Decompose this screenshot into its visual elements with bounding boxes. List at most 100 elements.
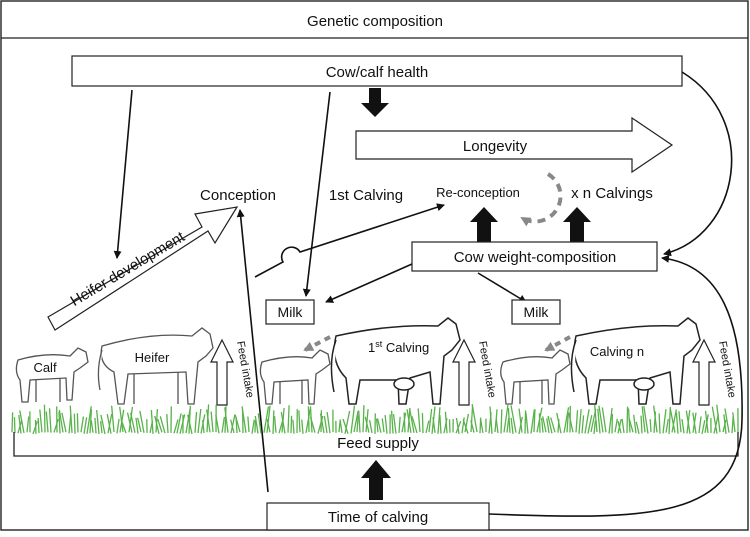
grass-blade (44, 405, 45, 433)
first-calving-label: 1st Calving (329, 187, 403, 204)
grass-blade (576, 410, 578, 432)
grass-blade (91, 420, 93, 432)
grass-blade (248, 416, 249, 432)
grass-blade (35, 420, 36, 434)
heifer-development-label: Heifer development (68, 228, 189, 310)
grass-blade (340, 419, 342, 432)
grass-blade (273, 410, 274, 434)
grass-blade (627, 407, 628, 433)
grass-blade (634, 415, 636, 433)
grass-blade (291, 416, 292, 433)
grass-blade (275, 416, 276, 432)
weight-to-n-calvings-arrow (563, 207, 591, 242)
grass-blade (211, 412, 213, 432)
grass-blade (663, 409, 666, 433)
grass-blade (27, 417, 29, 433)
calf-2-illustration (260, 350, 330, 404)
grass-blade (659, 413, 660, 433)
grass-blade (702, 420, 705, 434)
health-to-longevity-arrow (361, 88, 389, 117)
grass-blade (526, 413, 528, 434)
grass-blade (666, 419, 668, 433)
grass-blade (195, 412, 197, 433)
grass-blade (38, 418, 39, 433)
grass-blade (40, 410, 42, 433)
grass-blade (95, 418, 96, 433)
grass-blade (399, 417, 400, 433)
feed-intake-label-2: Feed intake (476, 340, 498, 399)
grass-blade (579, 409, 581, 434)
n-calvings-label: x n Calvings (571, 185, 653, 202)
grass-blade (101, 421, 102, 433)
weight-to-milk1-arrow (326, 264, 412, 302)
milk-label-1: Milk (278, 304, 304, 320)
grass-blade (636, 422, 639, 434)
grass-blade (594, 420, 595, 434)
grass-blade (508, 408, 510, 433)
grass-blade (74, 414, 75, 434)
grass-blade (615, 419, 617, 433)
grass-blade (198, 409, 201, 433)
cow-weight-composition-label: Cow weight-composition (454, 249, 617, 266)
grass-blade (77, 413, 78, 432)
conception-label: Conception (200, 187, 276, 204)
grass-blade (422, 413, 423, 433)
grass-blade (167, 414, 168, 433)
grass-blade (324, 416, 327, 433)
grass-blade (12, 412, 13, 432)
cow-1st-calving-illustration (331, 318, 460, 404)
feed-supply-label: Feed supply (337, 435, 419, 452)
grass-blade (679, 411, 681, 432)
health-to-weight-curve (664, 72, 732, 254)
grass-blade (112, 406, 114, 432)
grass-blade (542, 418, 543, 432)
calving-n-label: Calving n (590, 344, 644, 359)
cow-calf-health-label: Cow/calf health (326, 64, 429, 81)
calf-illustration (16, 348, 88, 402)
heifer-illustration (98, 328, 213, 404)
grass-blade (394, 414, 396, 433)
grass-blade (81, 416, 83, 432)
grass-blade (14, 417, 15, 433)
grass-blade (440, 415, 441, 434)
heifer-label: Heifer (135, 350, 170, 365)
grass-blade (363, 405, 364, 432)
health-to-heifer-arrow (117, 90, 132, 258)
cow-calving-n-illustration (571, 318, 700, 404)
grass-blade (50, 408, 51, 432)
grass-blade (252, 420, 254, 434)
grass-blade (382, 418, 384, 432)
grass-blade (70, 406, 72, 433)
grass-blade (299, 410, 300, 432)
grass-blade (151, 410, 153, 434)
feed-intake-arrow-2 (453, 340, 475, 405)
grass-blade (699, 416, 701, 433)
grass-blade (539, 413, 540, 433)
reconception-cycle-arrow (522, 174, 561, 222)
feed-intake-label-1: Feed intake (234, 340, 256, 399)
grass-blade (557, 413, 561, 433)
weight-to-reconception-arrow (470, 207, 498, 242)
grass-blade (370, 420, 372, 433)
milk-label-2: Milk (524, 304, 550, 320)
grass-blade (622, 419, 624, 433)
calf-3-illustration (501, 350, 570, 404)
grass-blade (582, 415, 584, 433)
grass-blade (418, 408, 420, 432)
milk2-to-calf-arrow (546, 337, 570, 350)
weight-to-milk2-arrow (478, 273, 526, 302)
grass-blade (426, 421, 429, 433)
grass-blade (676, 412, 678, 433)
grass-blade (496, 419, 498, 433)
longevity-label: Longevity (463, 138, 528, 155)
grass-blade (404, 413, 405, 433)
milk1-to-calf-arrow (305, 337, 330, 350)
grass-blade (429, 409, 432, 432)
grass-blade (293, 420, 294, 434)
grass-blade (650, 419, 651, 432)
feed-intake-arrow-3 (693, 340, 715, 405)
grass-blade (392, 411, 393, 434)
grass-strip (12, 404, 738, 434)
grass-blade (449, 419, 450, 432)
grass-blade (682, 419, 684, 433)
